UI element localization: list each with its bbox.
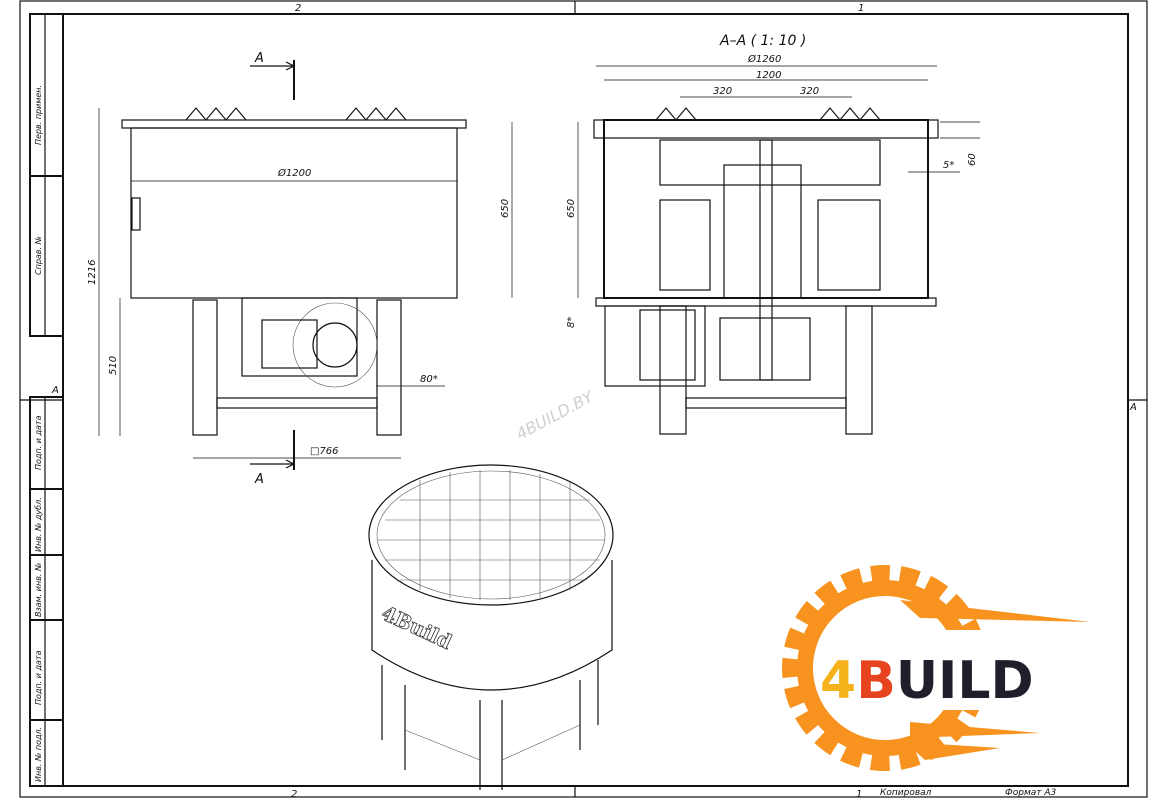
logo-text-part: B	[856, 651, 896, 711]
mixer-brand-text: 4Build	[378, 601, 456, 654]
dim-label: 60	[967, 153, 978, 166]
stamp-label: Справ. №	[34, 236, 43, 275]
dim-label: 320	[800, 86, 819, 97]
zone-label: A	[1129, 402, 1137, 413]
dim-label: Ø1200	[277, 167, 311, 179]
dim-label: 650	[566, 199, 577, 218]
dim-label: 650	[500, 199, 511, 218]
zone-label: 2	[291, 789, 297, 800]
dim-label: 8*	[566, 317, 577, 328]
stamp-label: Подп. и дата	[34, 650, 43, 705]
watermark: 4BUILD.BY	[513, 387, 598, 444]
dim-label: 1216	[87, 260, 98, 285]
dim-label: 5*	[943, 160, 954, 171]
format-label: Формат А3	[1005, 788, 1057, 798]
brand-logo: 4BUILD	[782, 565, 1100, 771]
dim-label: 1200	[756, 70, 781, 81]
front-view: A A Ø1200 650 1216 510 80* □766	[87, 51, 513, 487]
zone-label: A	[51, 385, 59, 396]
stamp-label: Подп. и дата	[34, 415, 43, 470]
zone-label: 1	[856, 789, 862, 800]
dim-label: Ø1260	[747, 53, 781, 65]
dim-label: 320	[713, 86, 732, 97]
dim-label: 510	[108, 356, 119, 375]
stamp-label: Перв. примен.	[34, 85, 43, 145]
stamp-label: Взам. инв. №	[34, 563, 43, 617]
dim-label: □766	[310, 446, 339, 457]
logo-text-part: UILD	[896, 651, 1034, 711]
stamp-label: Инв. № подл.	[34, 727, 43, 782]
logo-text: 4BUILD	[820, 651, 1034, 711]
copied-label: Копировал	[880, 788, 932, 798]
section-title: А–А ( 1: 10 )	[719, 33, 806, 49]
section-view: А–А ( 1: 10 ) Ø1260 1200 320 320 60 5* 6…	[566, 33, 980, 435]
section-mark: A	[254, 472, 264, 487]
zone-label: 2	[295, 3, 301, 14]
sheet-frame: 2 1 2 1 A A Копировал Формат А3	[19, 0, 1148, 800]
stamp-label: Инв. № дубл.	[34, 497, 43, 552]
section-mark: A	[254, 51, 264, 66]
side-stamp: Перв. примен. Справ. № Подп. и дата Инв.…	[29, 13, 64, 787]
logo-text-part: 4	[820, 651, 856, 711]
dim-label: 80*	[420, 374, 438, 385]
isometric-view: 4Build	[368, 464, 614, 790]
zone-label: 1	[858, 3, 864, 14]
